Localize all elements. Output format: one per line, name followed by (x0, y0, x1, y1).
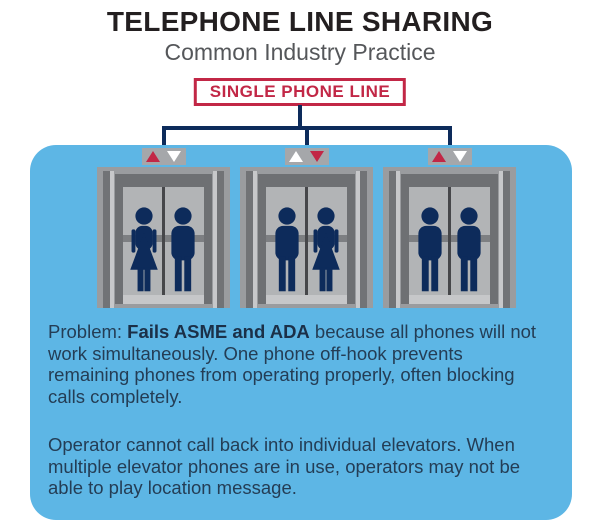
up-arrow-icon (289, 151, 303, 162)
occupants (409, 187, 490, 295)
frame-rail-right (499, 171, 510, 308)
elevator-1 (97, 148, 230, 308)
occupants (266, 187, 347, 295)
up-arrow-icon (146, 151, 160, 162)
door-seam (162, 187, 165, 295)
elevator-row (97, 148, 516, 308)
elevator-cab (383, 167, 516, 308)
elevator-doorway (115, 174, 212, 304)
floor-indicator (284, 148, 329, 165)
page-subtitle: Common Industry Practice (164, 39, 436, 65)
down-arrow-icon (167, 151, 181, 162)
elevator-doors (266, 187, 347, 295)
single-phone-line-label: SINGLE PHONE LINE (209, 82, 391, 101)
down-arrow-icon (453, 151, 467, 162)
elevator-doorway (401, 174, 498, 304)
elevator-doors (123, 187, 204, 295)
elevator-3 (383, 148, 516, 308)
person-man (269, 207, 305, 293)
connector-drop-elevator-3 (448, 126, 452, 152)
person-woman (308, 207, 344, 293)
down-arrow-icon (310, 151, 324, 162)
connector-stem-line (298, 105, 302, 129)
elevator-2 (240, 148, 373, 308)
up-arrow-icon (432, 151, 446, 162)
page-title: TELEPHONE LINE SHARING (106, 6, 494, 37)
floor-indicator (141, 148, 186, 165)
connector-drop-elevator-2 (305, 126, 309, 152)
elevator-doors (409, 187, 490, 295)
door-seam (448, 187, 451, 295)
person-man (165, 207, 201, 293)
frame-rail-right (213, 171, 224, 308)
elevator-panel: Problem: Fails ASME and ADA because all … (30, 145, 572, 520)
person-man (412, 207, 448, 293)
frame-rail-left (389, 171, 400, 308)
door-sill (409, 295, 490, 304)
single-phone-line-callout: SINGLE PHONE LINE (193, 78, 407, 106)
connector-drop-elevator-1 (162, 126, 166, 152)
operator-paragraph: Operator cannot call back into individua… (48, 434, 521, 498)
elevator-doorway (258, 174, 355, 304)
frame-rail-left (246, 171, 257, 308)
door-sill (266, 295, 347, 304)
person-man (451, 207, 487, 293)
problem-prefix: Problem: (48, 321, 128, 342)
elevator-cab (240, 167, 373, 308)
frame-rail-left (103, 171, 114, 308)
problem-rest: because all phones will not work simulta… (48, 321, 537, 407)
door-sill (123, 295, 204, 304)
occupants (123, 187, 204, 295)
floor-indicator (427, 148, 472, 165)
elevator-cab (97, 167, 230, 308)
door-seam (305, 187, 308, 295)
person-woman (126, 207, 162, 293)
problem-paragraph: Problem: Fails ASME and ADA because all … (48, 321, 536, 407)
problem-bold-text: Fails ASME and ADA (127, 321, 310, 342)
frame-rail-right (356, 171, 367, 308)
